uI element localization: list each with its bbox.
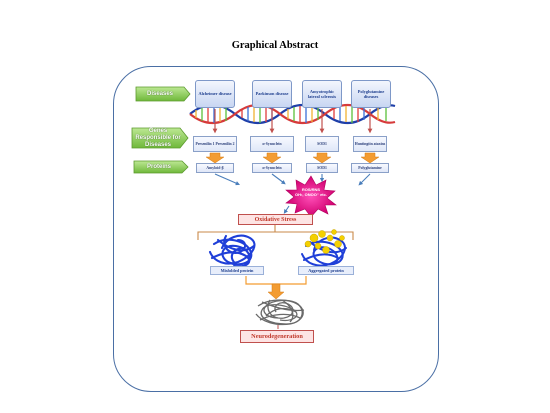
ros-line-1: ROS/RNS	[301, 187, 321, 192]
ros-to-stress-arrow	[283, 205, 290, 214]
disease-box-polyglutamine: Polyglutamine diseases	[351, 80, 391, 108]
disease-box-parkinson: Parkinson disease	[252, 80, 292, 108]
disease-box-als: Amyotrophic lateral sclerosis	[302, 80, 342, 108]
to-neuro-arrows	[245, 276, 307, 300]
disease-to-gene-arrows	[212, 109, 373, 134]
protein-box-sod1: SOD1	[306, 163, 338, 173]
neurodegeneration-box: Neurodegeneration	[240, 330, 314, 343]
disease-box-alzheimer: Alzheimer disease	[195, 80, 235, 108]
diseases-label: Diseases	[146, 90, 174, 97]
neurodegeneration-image	[255, 299, 305, 326]
protein-to-ros-arrows	[214, 173, 371, 186]
ros-line-2: OH•, ONOO⁻ etc.	[295, 192, 327, 197]
protein-box-amyloid: Amyloid-β	[196, 163, 234, 173]
aggregated-protein-label: Aggregated protein	[298, 266, 354, 275]
gene-box-sod1: SOD1	[305, 136, 339, 152]
split-bracket	[197, 225, 354, 240]
gene-to-protein-arrows	[205, 152, 380, 164]
aggregated-protein-image	[301, 229, 347, 267]
misfolded-protein-label: Misfolded protein	[210, 266, 264, 275]
ros-burst-text: ROS/RNS OH•, ONOO⁻ etc.	[289, 187, 333, 197]
gene-box-synuclein: α-Synuclein	[250, 136, 294, 152]
protein-box-polyglutamine: Polyglutamine	[351, 163, 389, 173]
protein-box-synuclein: α-Synuclein	[252, 163, 292, 173]
proteins-label: Proteins	[146, 163, 171, 170]
row-label-arrows	[131, 86, 191, 174]
misfolded-protein-image	[208, 234, 256, 268]
oxidative-stress-box: Oxidative Stress	[238, 214, 313, 225]
gene-box-huntingtin: Huntingtin ataxins	[353, 136, 387, 152]
genes-label: Genes Responsible for Diseases	[135, 127, 181, 148]
gene-box-presenilin: Presenilin 1 Presenilin 2	[193, 136, 237, 152]
abstract-title: Graphical Abstract	[231, 40, 319, 51]
